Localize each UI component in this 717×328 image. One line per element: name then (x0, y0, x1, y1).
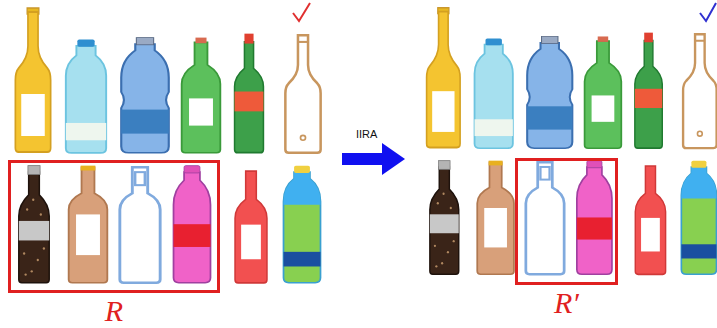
green-blue-bottle (284, 166, 321, 283)
pink-bottle (174, 166, 211, 283)
check-mark (293, 3, 310, 21)
blue-bottle (121, 38, 169, 153)
outline-bottle (683, 34, 717, 148)
outline-bottle (285, 35, 320, 152)
gin-bottle (635, 33, 662, 148)
yellow-bottle (427, 8, 461, 148)
water-bottle (475, 38, 513, 148)
gin-bottle (235, 34, 264, 153)
cola-bottle (430, 161, 459, 275)
region-label: R (0, 296, 237, 326)
selection-box: R (8, 160, 220, 293)
selection-box: R′ (515, 158, 618, 285)
cola-bottle (19, 166, 49, 283)
check-mark (700, 3, 716, 21)
red-bottle (635, 166, 665, 274)
yellow-bottle (15, 8, 50, 152)
after-panel (427, 8, 717, 275)
pink-bottle (577, 161, 612, 275)
red-bottle (235, 171, 267, 283)
algorithm-label: IIRA (356, 128, 377, 140)
outline-bottle (120, 167, 160, 282)
region-label: R′ (498, 288, 635, 318)
green-blue-bottle (681, 161, 716, 275)
transform-arrow (342, 143, 405, 175)
green-bottle (585, 36, 622, 148)
water-bottle (66, 40, 106, 153)
tan-bottle (477, 161, 514, 275)
blue-bottle (527, 36, 572, 148)
before-panel (15, 3, 320, 283)
green-bottle (182, 38, 221, 153)
outline-bottle (526, 162, 564, 274)
tan-bottle (69, 166, 108, 283)
